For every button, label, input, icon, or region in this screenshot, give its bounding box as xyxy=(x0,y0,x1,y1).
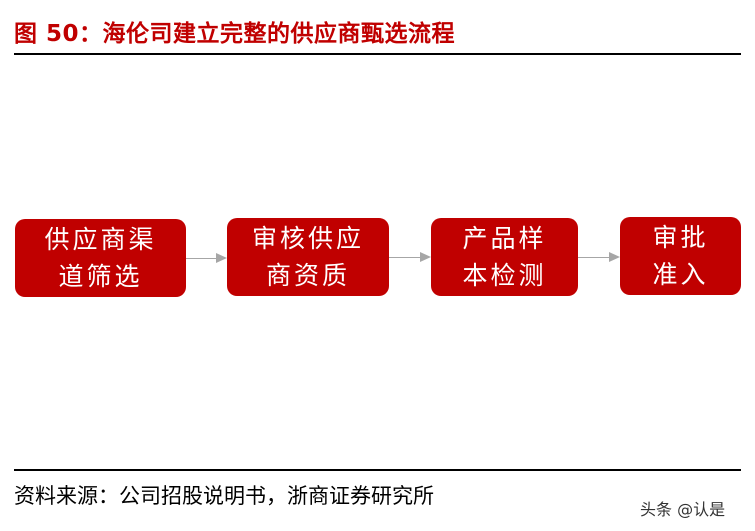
arrow-1-to-2-icon xyxy=(186,253,227,263)
flow-step-3: 产品样 本检测 xyxy=(431,218,578,296)
arrow-2-to-3-icon xyxy=(389,252,431,262)
source-note: 资料来源：公司招股说明书，浙商证券研究所 xyxy=(14,484,434,508)
flow-step-1: 供应商渠 道筛选 xyxy=(15,219,186,297)
flow-step-1-line2: 道筛选 xyxy=(58,262,143,291)
watermark: 头条 @认是 xyxy=(640,500,726,519)
flow-step-4-line2: 准入 xyxy=(652,260,709,289)
flow-step-4-line1: 审批 xyxy=(652,223,709,252)
flow-step-2: 审核供应 商资质 xyxy=(227,218,389,296)
flow-step-3-line2: 本检测 xyxy=(462,261,547,290)
flow-step-4: 审批 准入 xyxy=(620,217,741,295)
top-divider xyxy=(14,53,741,55)
flow-step-2-line1: 审核供应 xyxy=(251,224,364,253)
flow-step-1-line1: 供应商渠 xyxy=(44,225,157,254)
flow-step-3-line1: 产品样 xyxy=(462,224,547,253)
bottom-divider xyxy=(14,469,741,471)
arrow-3-to-4-icon xyxy=(578,252,620,262)
figure-title: 图 50：海伦司建立完整的供应商甄选流程 xyxy=(14,21,456,47)
flow-step-2-line2: 商资质 xyxy=(265,261,350,290)
